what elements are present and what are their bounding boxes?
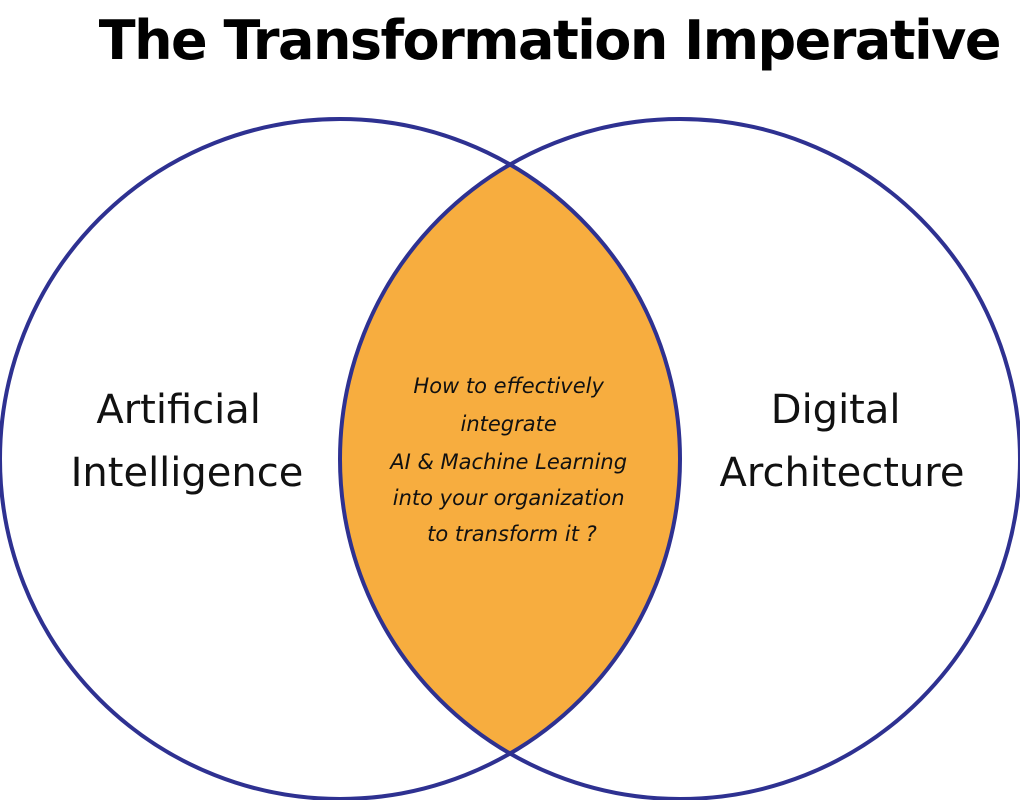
intersection-region xyxy=(340,119,680,799)
left-circle xyxy=(0,117,682,800)
right-circle-label-line: Architecture xyxy=(720,450,965,496)
page-title: The Transformation Imperative xyxy=(98,8,1002,72)
right-circle-label-line: Digital xyxy=(771,387,901,433)
intersection-line: to transform it ? xyxy=(427,522,597,546)
intersection-line: AI & Machine Learning xyxy=(388,450,627,474)
intersection-line: How to effectively xyxy=(413,374,604,398)
intersection-line: integrate xyxy=(461,412,557,436)
left-circle-label-line: Intelligence xyxy=(71,450,304,496)
left-circle-label: Artificial Intelligence xyxy=(71,387,304,496)
right-circle xyxy=(338,117,1020,800)
intersection-line: into your organization xyxy=(393,486,625,510)
intersection-question: How to effectively integrate AI & Machin… xyxy=(388,374,633,546)
left-circle-label-line: Artificial xyxy=(96,387,261,433)
right-circle-label: Digital Architecture xyxy=(720,387,965,496)
